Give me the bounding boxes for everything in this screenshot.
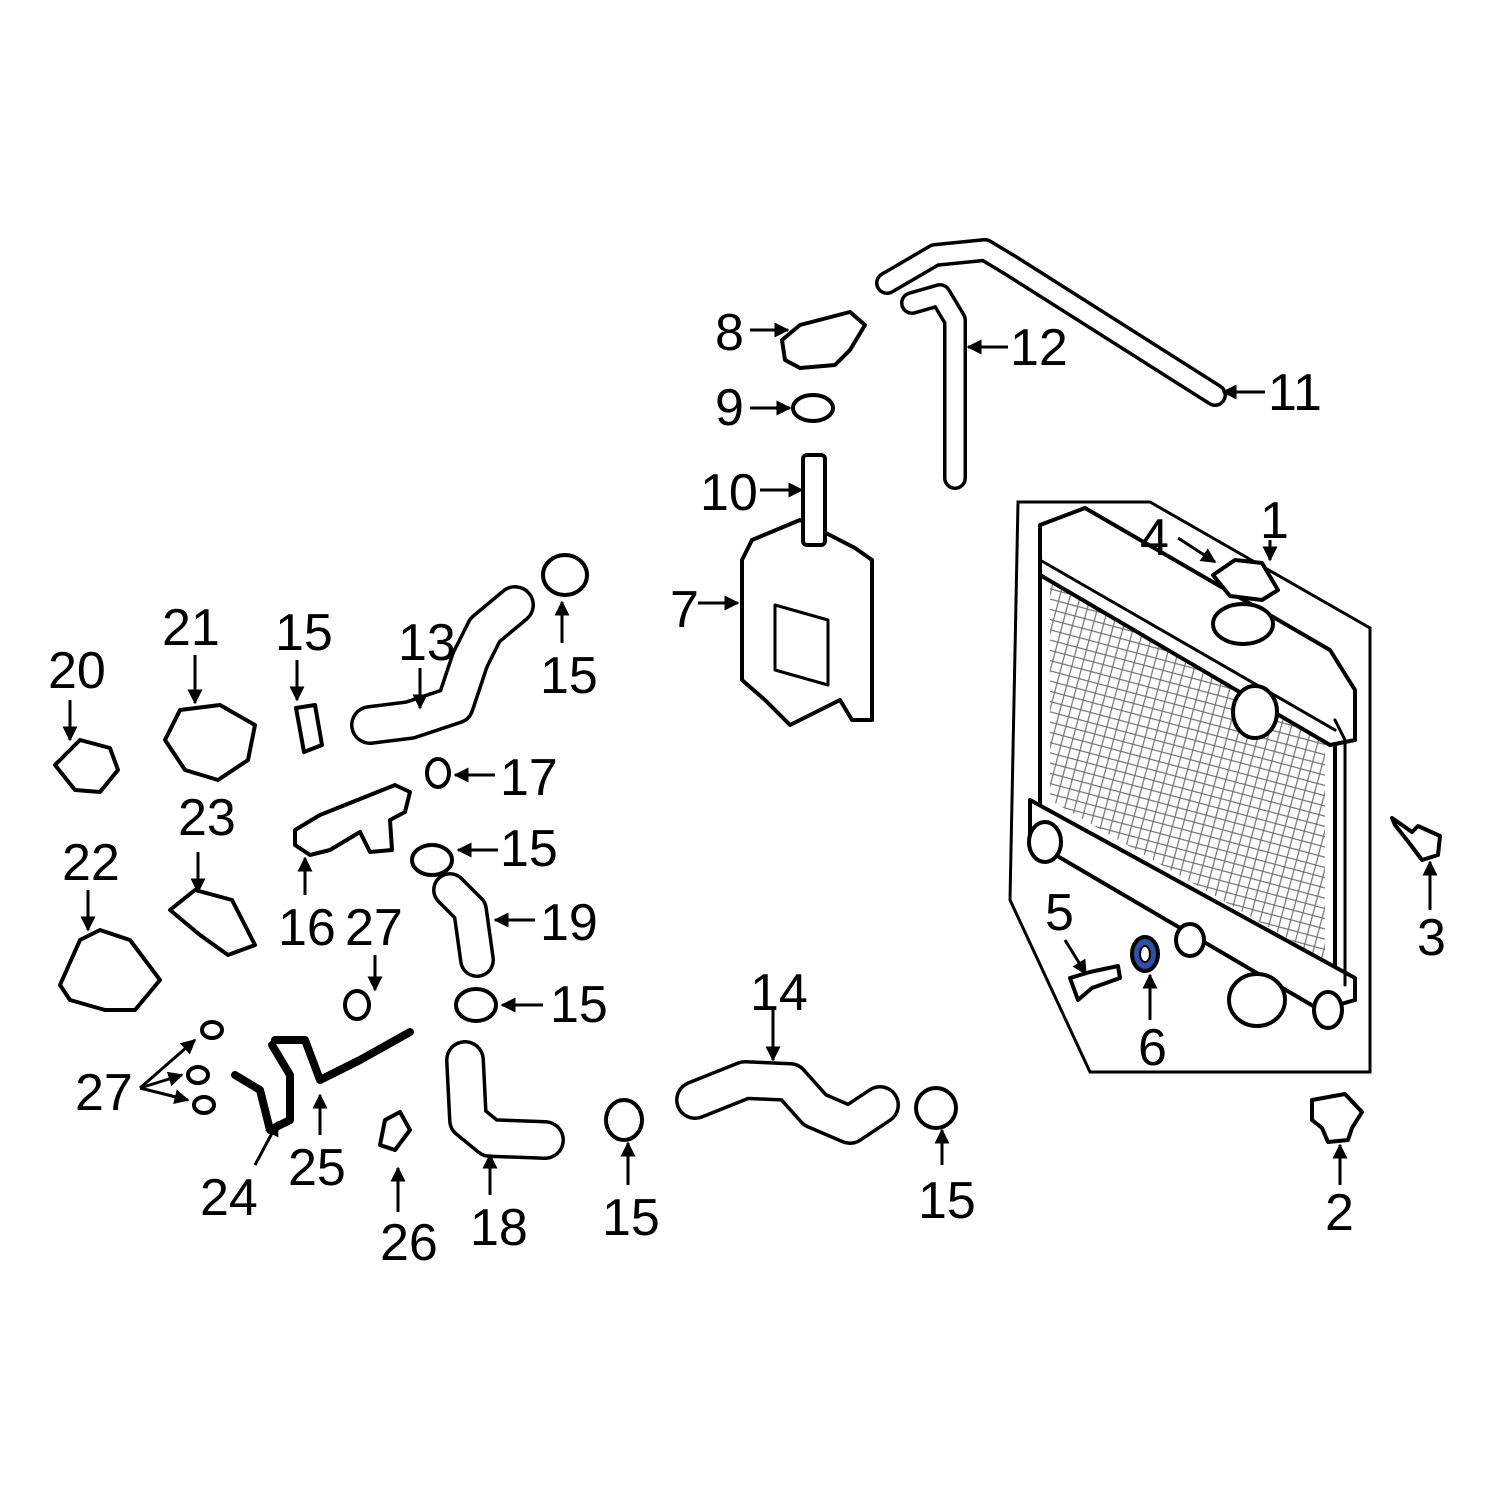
water-inlet-pipe: [58, 928, 162, 1012]
overflow-hoses: [875, 238, 1227, 490]
water-outlet-pipe: [445, 1040, 565, 1160]
callout-15: 15: [918, 1172, 976, 1230]
radiator-side-rail: [1333, 718, 1347, 987]
small-hose-clamp: [200, 1020, 224, 1040]
callout-27: 27: [75, 1064, 133, 1122]
drain-plug-gasket-hole: [1139, 945, 1151, 963]
callout-27: 27: [345, 899, 403, 957]
callout-9: 9: [715, 379, 744, 437]
callout-15: 15: [500, 820, 558, 878]
radiator-bottom-bracket: [1312, 990, 1344, 1030]
reservoir-cap: [780, 310, 867, 370]
callout-22: 22: [62, 834, 120, 892]
callout-10: 10: [700, 464, 758, 522]
callout-15: 15: [602, 1189, 660, 1247]
reservoir-label-area: [773, 603, 830, 687]
callout-16: 16: [278, 899, 336, 957]
callout-15: 15: [275, 604, 333, 662]
hose-clip: [378, 1110, 412, 1152]
callout-17: 17: [500, 749, 558, 807]
callout-15: 15: [540, 647, 598, 705]
small-hose-clamp: [192, 1095, 216, 1115]
radiator-assembly: [1008, 500, 1372, 1074]
callout-1: 1: [1260, 492, 1289, 550]
callout-20: 20: [48, 642, 106, 700]
reservoir-cap-seal: [791, 393, 835, 423]
callout-2: 2: [1325, 1184, 1354, 1242]
radiator-top-tank: [1038, 506, 1357, 747]
callout-19: 19: [540, 894, 598, 952]
callout-labels: 1 2 3 4 5 6 7 8 9 10 11 12 13 14 15 15 1…: [48, 304, 1446, 1272]
callout-24: 24: [200, 1169, 258, 1227]
callout-7: 7: [670, 581, 699, 639]
callout-25: 25: [288, 1139, 346, 1197]
bypass-pipe: [271, 1028, 414, 1084]
radiator-upper-inlet: [1231, 684, 1279, 740]
radiator-core-mesh: [1050, 575, 1325, 960]
callout-6-highlighted: 6: [1138, 1019, 1167, 1077]
callout-18: 18: [470, 1199, 528, 1257]
radiator-top-tank-edge: [1038, 558, 1337, 732]
small-hose-clamp: [343, 989, 371, 1021]
callout-5: 5: [1045, 884, 1074, 942]
callout-12: 12: [1010, 319, 1068, 377]
thermostat-cover: [163, 703, 257, 782]
small-hose-clamp: [186, 1065, 210, 1085]
radiator-lower-outlet: [1227, 972, 1287, 1028]
radiator-mount-cushion: [1310, 1092, 1364, 1144]
callout-21: 21: [162, 599, 220, 657]
o-ring: [425, 757, 451, 789]
callout-3: 3: [1417, 909, 1446, 967]
bypass-hose: [432, 872, 495, 978]
water-pump-cover: [53, 738, 120, 794]
hose-clamp: [294, 553, 958, 1142]
thermostat-housing: [293, 783, 412, 857]
callout-26: 26: [380, 1214, 438, 1272]
radiator-group-outline: [1008, 500, 1372, 1074]
lower-radiator-hose: [675, 1060, 900, 1145]
radiator-side-fitting: [1027, 820, 1063, 864]
callout-8: 8: [715, 304, 744, 362]
callout-23: 23: [178, 789, 236, 847]
radiator-drain-port: [1174, 922, 1206, 958]
radiator-filler-neck: [1211, 602, 1275, 646]
radiator-cap: [1211, 558, 1280, 602]
callout-14: 14: [750, 964, 808, 1022]
mounting-bolt: [1390, 816, 1442, 862]
upper-radiator-hose: [350, 585, 535, 745]
leader-arrows: [62, 322, 1438, 1212]
callout-15: 15: [550, 976, 608, 1034]
reservoir-neck: [801, 453, 827, 547]
callout-4: 4: [1140, 509, 1169, 567]
callout-13: 13: [398, 614, 456, 672]
drain-plug: [1068, 964, 1122, 1002]
heater-pipe: [231, 1041, 294, 1134]
callout-11: 11: [1268, 364, 1322, 422]
housing-gasket: [168, 888, 257, 957]
coolant-reservoir-tank: [740, 518, 874, 727]
